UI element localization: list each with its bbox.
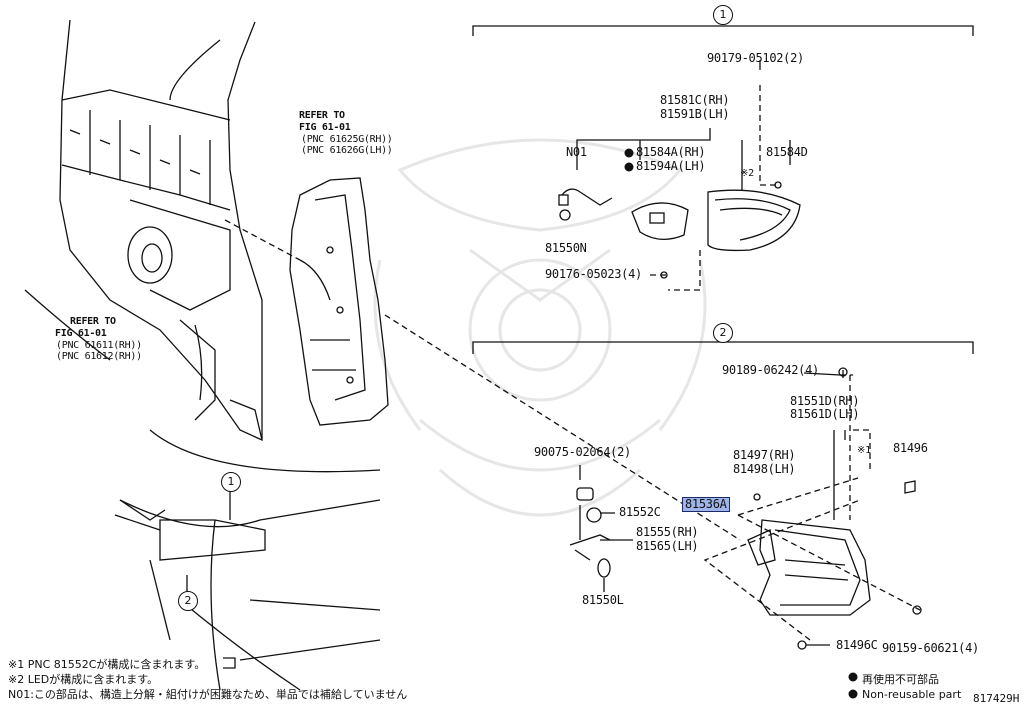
diagram-code: 817429H — [973, 692, 1020, 705]
reinforcement-drawing — [289, 177, 389, 426]
part-81551d[interactable]: 81551D(RH) — [790, 394, 860, 408]
refer-left-pnc2: (PNC 61612(RH)) — [56, 351, 142, 362]
footnote-2: ※2 LEDが構成に含まれます。 — [8, 673, 159, 686]
footnote-1: ※1 PNC 81552Cが構成に含まれます。 — [8, 658, 206, 671]
refer-top-pnc2: (PNC 61626G(LH)) — [301, 145, 393, 156]
legend-non-reusable-en: Non-reusable part — [862, 688, 962, 701]
part-90075-02064[interactable]: 90075-02064(2) — [534, 445, 631, 459]
footnote-n01: N01:この部品は、構造上分解・組付けが困難なため、単品では補給していません — [8, 688, 408, 701]
part-81584a[interactable]: 81584A(RH) — [636, 145, 706, 159]
part-81496[interactable]: 81496 — [893, 441, 928, 455]
legend-non-reusable-jp: 再使用不可部品 — [862, 673, 939, 686]
note-1-marker: ※1 — [857, 445, 871, 456]
section-1-marker: 1 — [713, 5, 733, 25]
part-90159-60621[interactable]: 90159-60621(4) — [882, 641, 979, 655]
part-81550l[interactable]: 81550L — [582, 593, 624, 607]
refer-top-line2[interactable]: FIG 61-01 — [299, 122, 351, 133]
part-81498[interactable]: 81498(LH) — [733, 462, 796, 476]
part-81561d[interactable]: 81561D(LH) — [790, 407, 860, 421]
part-81497[interactable]: 81497(RH) — [733, 448, 796, 462]
leader-reinforcement-lamp — [384, 314, 741, 541]
lamp-2-drawing — [759, 519, 871, 616]
refer-left-pnc1: (PNC 61611(RH)) — [56, 340, 142, 351]
bracket-section-1 — [472, 25, 974, 36]
refer-left-line2[interactable]: FIG 61-01 — [55, 328, 107, 339]
part-81552c[interactable]: 81552C — [619, 505, 661, 519]
part-90176-05023[interactable]: 90176-05023(4) — [545, 267, 642, 281]
part-81581c[interactable]: 81581C(RH) — [660, 93, 730, 107]
refer-left-line1[interactable]: REFER TO — [70, 316, 116, 327]
part-81594a[interactable]: 81594A(LH) — [636, 159, 706, 173]
leader-lamp1 — [668, 250, 701, 291]
detail-1-marker: 1 — [221, 472, 241, 492]
section-2-marker: 2 — [713, 323, 733, 343]
refer-top-line1[interactable]: REFER TO — [299, 110, 345, 121]
watermark-emblem — [373, 138, 707, 517]
part-81591b[interactable]: 81591B(LH) — [660, 107, 730, 121]
lamp-1-drawing — [707, 189, 801, 252]
detail-inset-drawing — [114, 429, 381, 691]
part-90189-06242[interactable]: 90189-06242(4) — [722, 363, 819, 377]
part-81555[interactable]: 81555(RH) — [636, 525, 699, 539]
refer-top-pnc1: (PNC 61625G(RH)) — [301, 134, 393, 145]
part-81584d[interactable]: 81584D — [766, 145, 808, 159]
detail-2-marker: 2 — [178, 591, 198, 611]
part-n01[interactable]: N01 — [566, 145, 587, 159]
bracket-section-2 — [472, 341, 974, 354]
body-panel-drawing — [24, 19, 263, 442]
leader-panel-reinforcement — [224, 219, 301, 261]
part-81550n[interactable]: 81550N — [545, 241, 587, 255]
part-81565[interactable]: 81565(LH) — [636, 539, 699, 553]
part-81496c[interactable]: 81496C — [836, 638, 878, 652]
note-2-marker: ※2 — [740, 168, 754, 179]
part-81536a-highlighted[interactable]: 81536A — [682, 497, 730, 512]
part-90179-05102[interactable]: 90179-05102(2) — [707, 51, 804, 65]
